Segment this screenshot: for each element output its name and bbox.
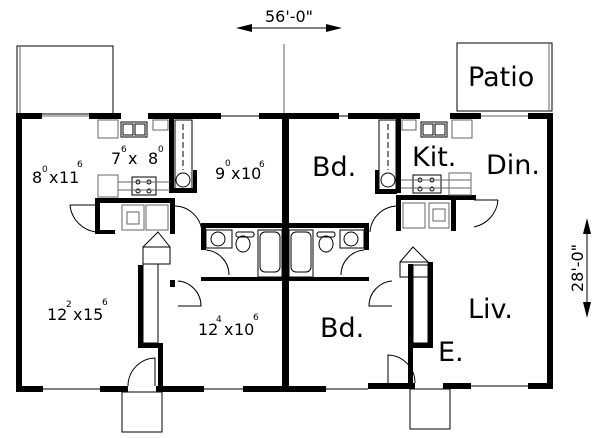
bathroom-fixtures: [205, 229, 365, 278]
svg-text:6: 6: [253, 313, 259, 323]
svg-text:12: 12: [47, 305, 67, 324]
kitchen-label: Kit.: [412, 142, 456, 173]
right-interior-walls: [289, 113, 476, 386]
patio-label: Patio: [468, 62, 534, 93]
room-size-bedroom-top-left: 9 0 x 10 6: [215, 159, 265, 183]
svg-text:2: 2: [66, 300, 72, 310]
depth-dimension-line: [583, 218, 591, 318]
left-entry-stoop: [121, 391, 163, 433]
svg-text:6: 6: [259, 160, 265, 170]
right-entry-stoop: [409, 388, 451, 430]
entry-label: E.: [438, 337, 464, 368]
left-patio: [16, 45, 114, 115]
svg-text:x: x: [49, 168, 58, 187]
room-size-bedroom-bottom-left: 12 4 x 10 6: [198, 313, 259, 339]
dining-label: Din.: [486, 150, 540, 181]
exterior-walls: [16, 113, 553, 392]
svg-text:8: 8: [148, 149, 158, 168]
svg-text:12: 12: [198, 320, 218, 339]
right-kitchen-fixtures: [378, 119, 499, 229]
width-dimension-line: [236, 24, 342, 32]
room-size-dining-left: 8 0 x 11 6: [32, 160, 83, 187]
svg-text:15: 15: [83, 305, 103, 324]
svg-text:8: 8: [32, 168, 42, 187]
bedroom-top-label: Bd.: [312, 152, 356, 183]
svg-text:0: 0: [42, 165, 48, 175]
svg-text:4: 4: [216, 315, 222, 325]
doors: [127, 205, 429, 387]
svg-text:6: 6: [102, 298, 108, 308]
svg-text:0: 0: [158, 145, 164, 155]
svg-text:11: 11: [59, 168, 79, 187]
left-kitchen-fixtures: [69, 119, 193, 233]
width-dimension: 56'-0": [265, 7, 313, 26]
svg-text:6: 6: [77, 160, 83, 170]
svg-text:9: 9: [215, 164, 225, 183]
party-wall: [282, 113, 289, 388]
svg-text:x: x: [73, 305, 82, 324]
svg-text:x: x: [128, 149, 137, 168]
room-size-living-left: 12 2 x 15 6: [47, 298, 108, 324]
depth-dimension: 28'-0": [568, 244, 587, 292]
svg-text:7: 7: [111, 149, 121, 168]
bedroom-bottom-label: Bd.: [320, 313, 364, 344]
svg-text:10: 10: [241, 164, 261, 183]
svg-text:6: 6: [121, 145, 127, 155]
svg-text:0: 0: [225, 159, 231, 169]
svg-text:x: x: [231, 164, 240, 183]
svg-text:10: 10: [234, 320, 254, 339]
room-size-kitchen-left: 7 6 x 8 0: [111, 145, 164, 168]
svg-text:x: x: [224, 320, 233, 339]
living-label: Liv.: [468, 294, 513, 325]
right-patio: [456, 42, 553, 112]
